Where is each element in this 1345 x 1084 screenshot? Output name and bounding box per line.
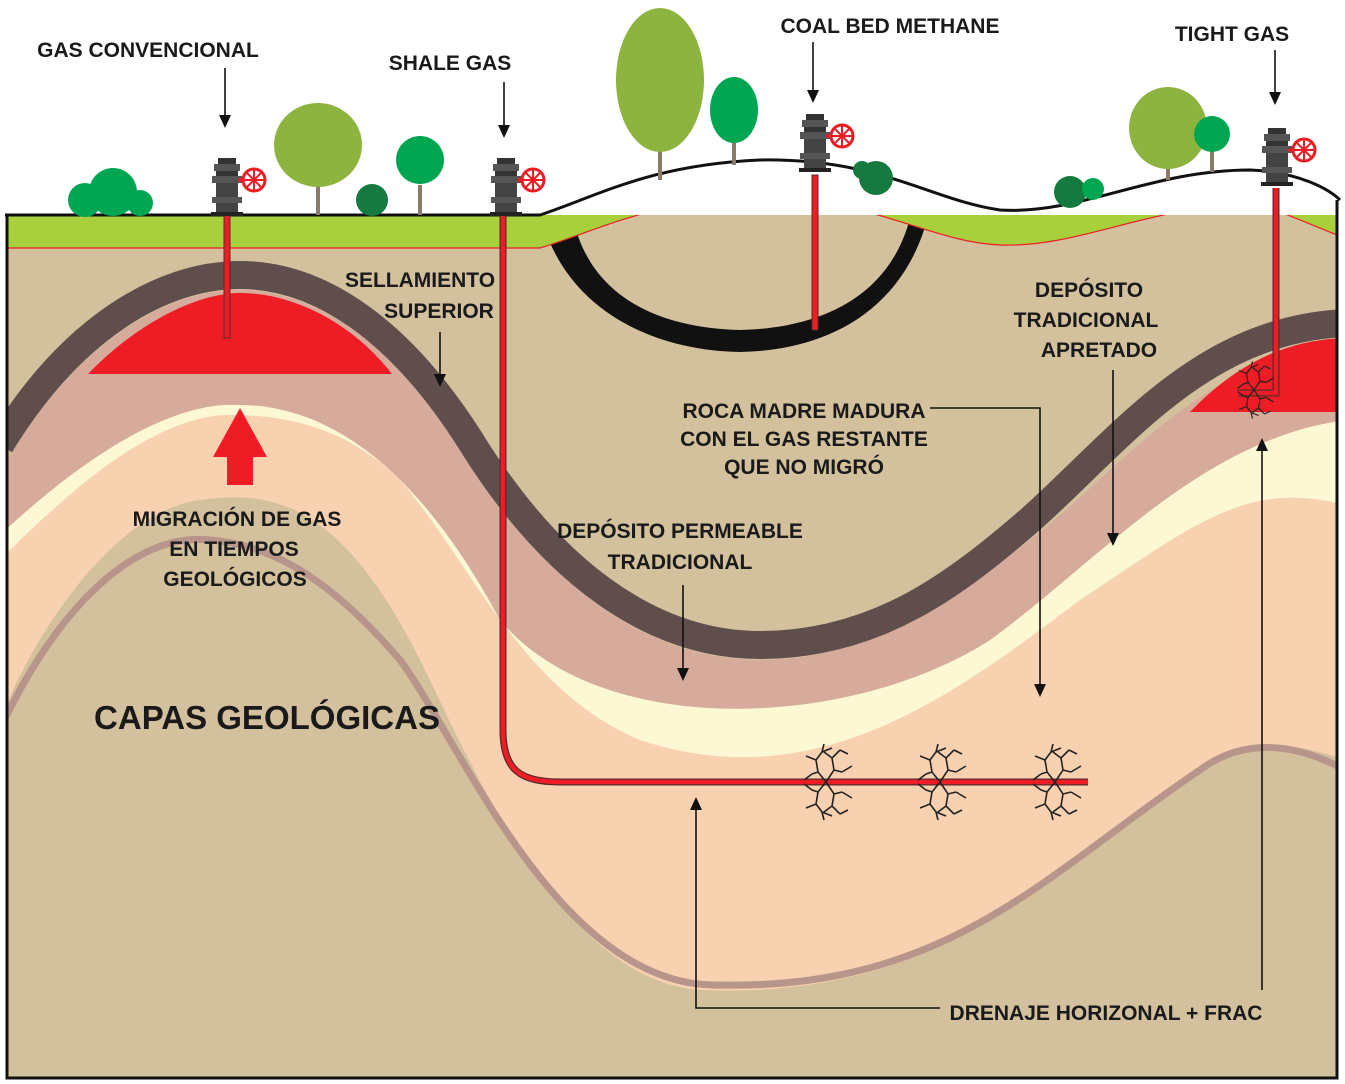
label-gas-convencional: GAS CONVENCIONAL <box>37 39 259 62</box>
label-roca-madre-3: QUE NO MIGRÓ <box>724 455 884 479</box>
leader-lines <box>219 42 1281 1009</box>
label-deposito-permeable-2: TRADICIONAL <box>608 551 753 574</box>
label-migracion: MIGRACIÓN DE GAS <box>133 507 342 531</box>
tree-icon <box>396 136 444 184</box>
wellhead-icon <box>797 112 855 174</box>
label-sellamiento-superior-2: SUPERIOR <box>384 300 494 323</box>
trees <box>68 8 1230 217</box>
label-deposito-apretado-3: APRETADO <box>1041 339 1157 362</box>
surface-soil <box>7 215 1337 249</box>
bush-icon <box>127 190 153 216</box>
coal-bed-layer <box>540 215 929 352</box>
bush-icon <box>89 168 137 216</box>
deep-layer-line <box>7 535 1337 989</box>
conventional-wellbore <box>223 213 231 339</box>
conventional-gas-trap <box>88 293 392 374</box>
label-migracion-2: EN TIEMPOS <box>169 538 299 561</box>
wellhead-icon <box>488 156 546 218</box>
migration-arrow-icon <box>213 408 267 485</box>
tree-icon <box>274 103 362 187</box>
label-drenaje: DRENAJE HORIZONAL + FRAC <box>950 1002 1263 1025</box>
label-migracion-3: GEOLÓGICOS <box>163 567 307 591</box>
tree-icon <box>710 77 758 143</box>
section-frame <box>5 200 1339 1080</box>
bush-icon <box>1054 176 1086 208</box>
cbm-wellbore <box>811 174 819 331</box>
tree-icon <box>616 8 704 152</box>
wellhead-icon <box>1259 126 1317 188</box>
tight-gas-trap <box>1190 338 1337 412</box>
label-sellamiento-superior: SELLAMIENTO <box>345 269 495 292</box>
tree-icon <box>1194 116 1230 152</box>
label-deposito-permeable: DEPÓSITO PERMEABLE <box>557 519 803 543</box>
tight-reservoir-layer <box>7 404 1337 757</box>
label-coal-bed-methane: COAL BED METHANE <box>781 15 1000 38</box>
bush-icon <box>1082 178 1104 200</box>
label-roca-madre: ROCA MADRE MADURA <box>682 400 925 423</box>
label-tight-gas: TIGHT GAS <box>1175 23 1289 46</box>
wellhead-icon <box>209 156 267 218</box>
wellbores <box>223 174 1280 786</box>
reservoir-layer <box>7 400 1337 991</box>
geologic-cross-section <box>7 215 1337 1077</box>
label-capas-geologicas: CAPAS GEOLÓGICAS <box>94 699 440 736</box>
label-roca-madre-2: CON EL GAS RESTANTE <box>680 428 928 451</box>
tree-icon <box>1129 87 1207 169</box>
bush-icon <box>859 161 893 195</box>
seal-layer <box>7 260 1337 660</box>
label-shale-gas: SHALE GAS <box>389 52 512 75</box>
surface-outline <box>5 158 1342 217</box>
bush-icon <box>356 184 388 216</box>
label-deposito-apretado-2: TRADICIONAL <box>1014 309 1159 332</box>
source-rock-layer <box>7 290 1337 709</box>
label-deposito-apretado: DEPÓSITO <box>1035 278 1143 302</box>
